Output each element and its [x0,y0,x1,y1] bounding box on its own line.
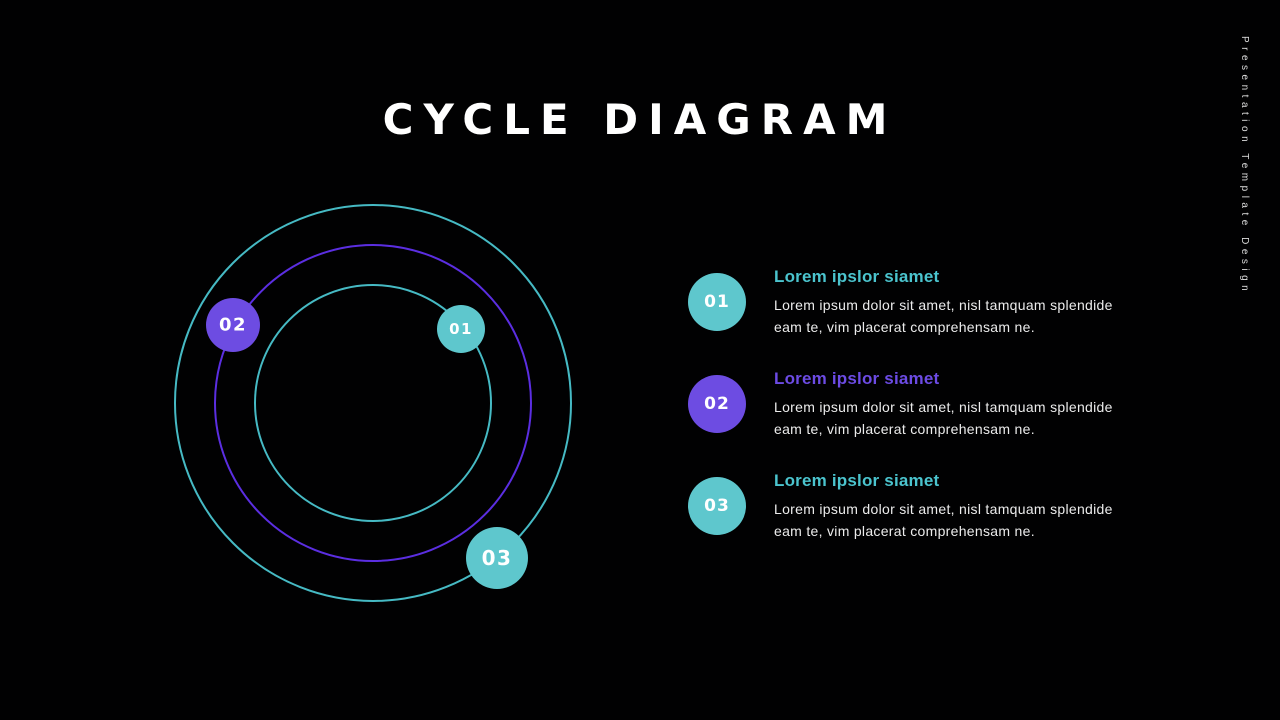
list-item-01: 01 Lorem ipslor siamet Lorem ipsum dolor… [688,266,1128,338]
item-01-title: Lorem ipslor siamet [774,267,940,286]
item-02-body-line-1: Lorem ipsum dolor sit amet, nisl tamquam… [774,399,1113,415]
diagram-badge-02-label: 02 [219,315,247,336]
item-02-body: Lorem ipsum dolor sit amet, nisl tamquam… [774,396,1128,440]
diagram-badge-03: 03 [466,527,528,589]
item-02-text: Lorem ipslor siamet Lorem ipsum dolor si… [774,368,1128,440]
diagram-badge-01: 01 [437,305,485,353]
item-02-body-line-2: eam te, vim placerat comprehensam ne. [774,421,1035,437]
list-item-03: 03 Lorem ipslor siamet Lorem ipsum dolor… [688,470,1128,542]
diagram-badge-03-label: 03 [482,546,513,570]
item-01-body-line-1: Lorem ipsum dolor sit amet, nisl tamquam… [774,297,1113,313]
diagram-badge-02: 02 [206,298,260,352]
item-03-text: Lorem ipslor siamet Lorem ipsum dolor si… [774,470,1128,542]
list-item-02: 02 Lorem ipslor siamet Lorem ipsum dolor… [688,368,1128,440]
item-03-number-badge: 03 [688,477,746,535]
item-01-text: Lorem ipslor siamet Lorem ipsum dolor si… [774,266,1128,338]
diagram-badge-03-circle [466,527,528,589]
item-02-number-badge: 02 [688,375,746,433]
item-list: 01 Lorem ipslor siamet Lorem ipsum dolor… [688,266,1128,572]
item-02-title: Lorem ipslor siamet [774,369,940,388]
diagram-badge-01-label: 01 [449,320,473,338]
outer-orbit-ring [174,204,572,602]
item-01-body: Lorem ipsum dolor sit amet, nisl tamquam… [774,294,1128,338]
page-title: CYCLE DIAGRAM [382,95,898,144]
item-03-title: Lorem ipslor siamet [774,471,940,490]
middle-orbit-ring [214,244,532,562]
item-03-body-line-1: Lorem ipsum dolor sit amet, nisl tamquam… [774,501,1113,517]
item-03-body: Lorem ipsum dolor sit amet, nisl tamquam… [774,498,1128,542]
vertical-tagline: Presentation Template Design [1239,36,1250,296]
item-01-body-line-2: eam te, vim placerat comprehensam ne. [774,319,1035,335]
cycle-diagram: 02 01 03 [174,204,572,602]
diagram-badge-02-circle [206,298,260,352]
inner-orbit-ring [254,284,492,522]
item-01-number-badge: 01 [688,273,746,331]
item-03-body-line-2: eam te, vim placerat comprehensam ne. [774,523,1035,539]
diagram-badge-01-circle [437,305,485,353]
